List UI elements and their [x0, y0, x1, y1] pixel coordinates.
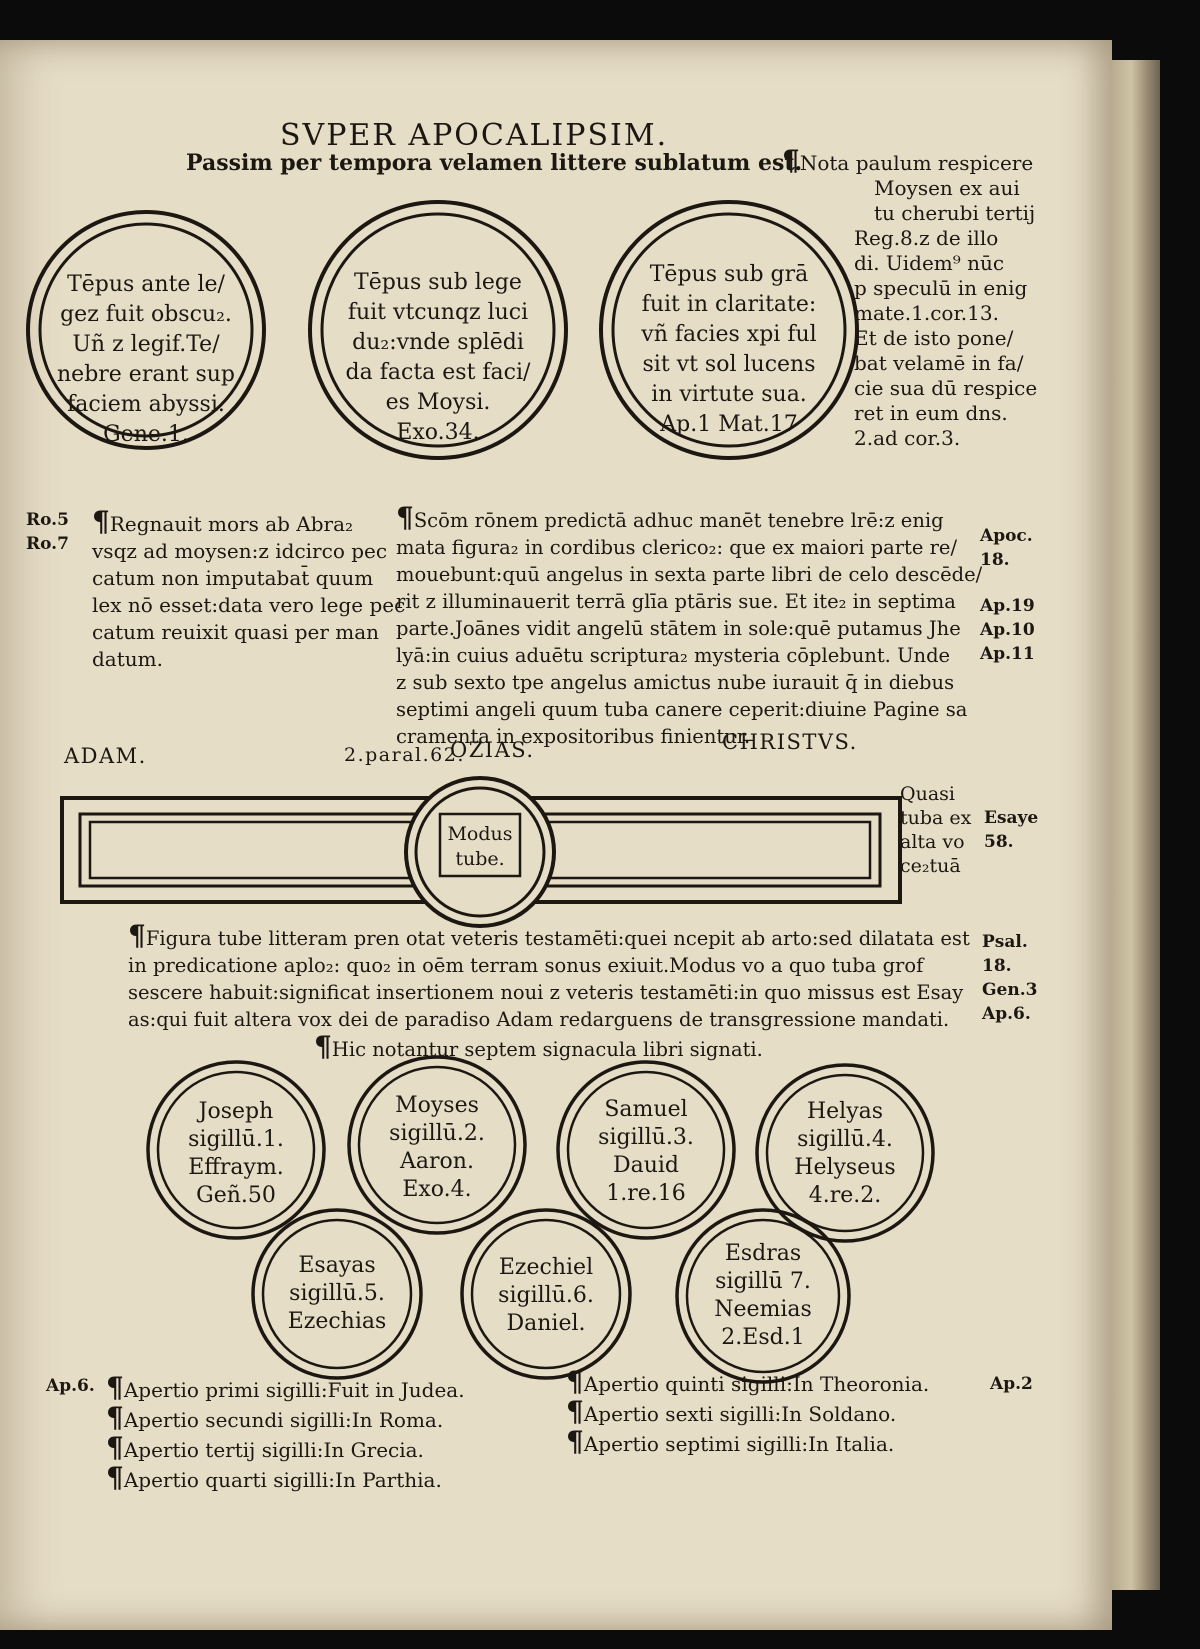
seal-text-2: Moyses sigillū.2. Aaron. Exo.4. [389, 1093, 485, 1202]
list-item: ¶Apertio tertij sigilli:In Grecia. [106, 1431, 424, 1464]
name-ozias: OZIAS. [450, 738, 535, 762]
circle-text-3: Tēpus sub grā fuit in claritate: vñ faci… [641, 262, 817, 437]
quasi-ref: Esaye 58. [984, 808, 1039, 852]
seal-text-3: Samuel sigillū.3. Dauid 1.re.16 [598, 1097, 694, 1206]
figura-refs: Psal. 18. Gen.3 Ap.6. [982, 932, 1038, 1024]
seal-inner-4 [765, 1073, 925, 1233]
list-item: ¶Apertio secundi sigilli:In Roma. [106, 1401, 444, 1434]
seal-inner-5 [261, 1218, 413, 1370]
circle-inner-3 [611, 212, 847, 448]
seal-outer-1 [146, 1060, 326, 1240]
regnauit-block: ¶Regnauit mors ab Abra₂ vsqz ad moysen:z… [92, 505, 406, 672]
pilcrow-icon: ¶ [782, 144, 800, 177]
tube-label: Modus tube. [447, 823, 513, 870]
right-note-line: cie sua dū respice [854, 376, 1038, 400]
name-paral: 2.paral.62. [344, 744, 465, 766]
right-note: ¶Nota paulum respicere Moysen ex aui tu … [782, 144, 1038, 451]
seal-text-1: Joseph sigillū.1. Effraym. Geñ.50 [188, 1099, 284, 1208]
seal-text-7: Esdras sigillū 7. Neemias 2.Esd.1 [714, 1241, 812, 1350]
pilcrow-icon: ¶ [106, 1431, 124, 1464]
seal-outer-3 [556, 1060, 736, 1240]
pilcrow-icon: ¶ [566, 1365, 584, 1398]
page-leaf [0, 40, 1112, 1630]
list-item: ¶Apertio sexti sigilli:In Soldano. [566, 1395, 897, 1428]
name-christus: CHRISTVS. [722, 730, 858, 754]
seal-inner-2 [357, 1065, 517, 1225]
pilcrow-icon: ¶ [106, 1401, 124, 1434]
seal-inner-7 [685, 1218, 841, 1374]
pilcrow-icon: ¶ [106, 1461, 124, 1494]
quasi-note: Quasi tuba ex alta vo ce₂tuā [900, 783, 972, 877]
seal-outer-4 [755, 1063, 935, 1243]
pilcrow-icon: ¶ [128, 919, 146, 952]
seal-text-4: Helyas sigillū.4. Helyseus 4.re.2. [794, 1099, 896, 1208]
pilcrow-icon: ¶ [566, 1395, 584, 1428]
left-margin-refs: Ro.5 Ro.7 [26, 510, 69, 554]
apertio-left-list: ¶Apertio primi sigilli:Fuit in Judea. ¶A… [106, 1374, 465, 1494]
seal-outer-5 [251, 1208, 423, 1380]
list-item: ¶Apertio quinti sigilli:In Theoronia. [566, 1365, 930, 1398]
right-note-line: ¶Nota paulum respicere [782, 144, 1034, 177]
tube-circle-inner [414, 786, 546, 918]
tube-label-box [438, 812, 522, 878]
pilcrow-icon: ¶ [396, 501, 414, 534]
circle-text-2: Tēpus sub lege fuit vtcunqz luci du₂:vnd… [345, 270, 531, 445]
page-edge-stack [1112, 60, 1160, 1590]
pilcrow-icon: ¶ [566, 1425, 584, 1458]
seal-text-6: Ezechiel sigillū.6. Daniel. [498, 1255, 594, 1336]
right-note-line: Moysen ex aui [874, 176, 1020, 200]
right-note-line: Et de isto pone/ [854, 326, 1014, 350]
circle-outer-2 [308, 200, 568, 460]
apertio-ref-right: Ap.2 [990, 1374, 1033, 1394]
list-item: ¶Apertio quarti sigilli:In Parthia. [106, 1461, 442, 1494]
subtitle: Passim per tempora velamen littere subla… [186, 150, 803, 176]
right-margin-refs-top: Apoc. 18. Ap.19 Ap.10 Ap.11 [980, 526, 1035, 664]
right-note-line: ret in eum dns. [854, 401, 1008, 425]
circle-outer-1 [26, 210, 266, 450]
apertio-right-list: ¶Apertio quinti sigilli:In Theoronia. ¶A… [566, 1368, 929, 1458]
circle-inner-1 [38, 222, 254, 438]
right-note-line: Reg.8.z de illo [854, 226, 999, 250]
right-note-line: bat velamē in fa/ [854, 351, 1024, 375]
right-note-line: tu cherubi tertij [874, 201, 1036, 225]
seal-text-5: Esayas sigillū.5. Ezechias [287, 1253, 387, 1334]
seal-inner-3 [566, 1070, 726, 1230]
running-title: SVPER APOCALIPSIM. [280, 118, 669, 153]
circle-outer-3 [599, 200, 859, 460]
pilcrow-icon: ¶ [314, 1030, 332, 1063]
list-item: ¶Apertio primi sigilli:Fuit in Judea. [106, 1371, 465, 1404]
seal-outer-2 [347, 1055, 527, 1235]
name-adam: ADAM. [64, 744, 147, 768]
seal-outer-7 [675, 1208, 851, 1384]
list-item: ¶Apertio septimi sigilli:In Italia. [566, 1425, 895, 1458]
figura-block: ¶Figura tube litteram pren otat veteris … [128, 919, 970, 1063]
seal-outer-6 [460, 1208, 632, 1380]
seal-inner-6 [470, 1218, 622, 1370]
right-note-line: mate.1.cor.13. [854, 301, 999, 325]
pilcrow-icon: ¶ [92, 505, 110, 538]
circle-text-1: Tēpus ante le/ gez fuit obscu₂. Uñ z leg… [57, 272, 235, 447]
pilcrow-icon: ¶ [106, 1371, 124, 1404]
right-note-line: p speculū in enig [854, 276, 1028, 300]
middle-text-block: ¶Scōm rōnem predictā adhuc manēt tenebre… [396, 501, 983, 749]
apertio-ref-left: Ap.6. [46, 1376, 95, 1396]
circle-inner-2 [320, 212, 556, 448]
seal-inner-1 [156, 1070, 316, 1230]
right-note-line: 2.ad cor.3. [854, 426, 961, 450]
right-note-line: di. Uidem⁹ nūc [854, 251, 1005, 275]
